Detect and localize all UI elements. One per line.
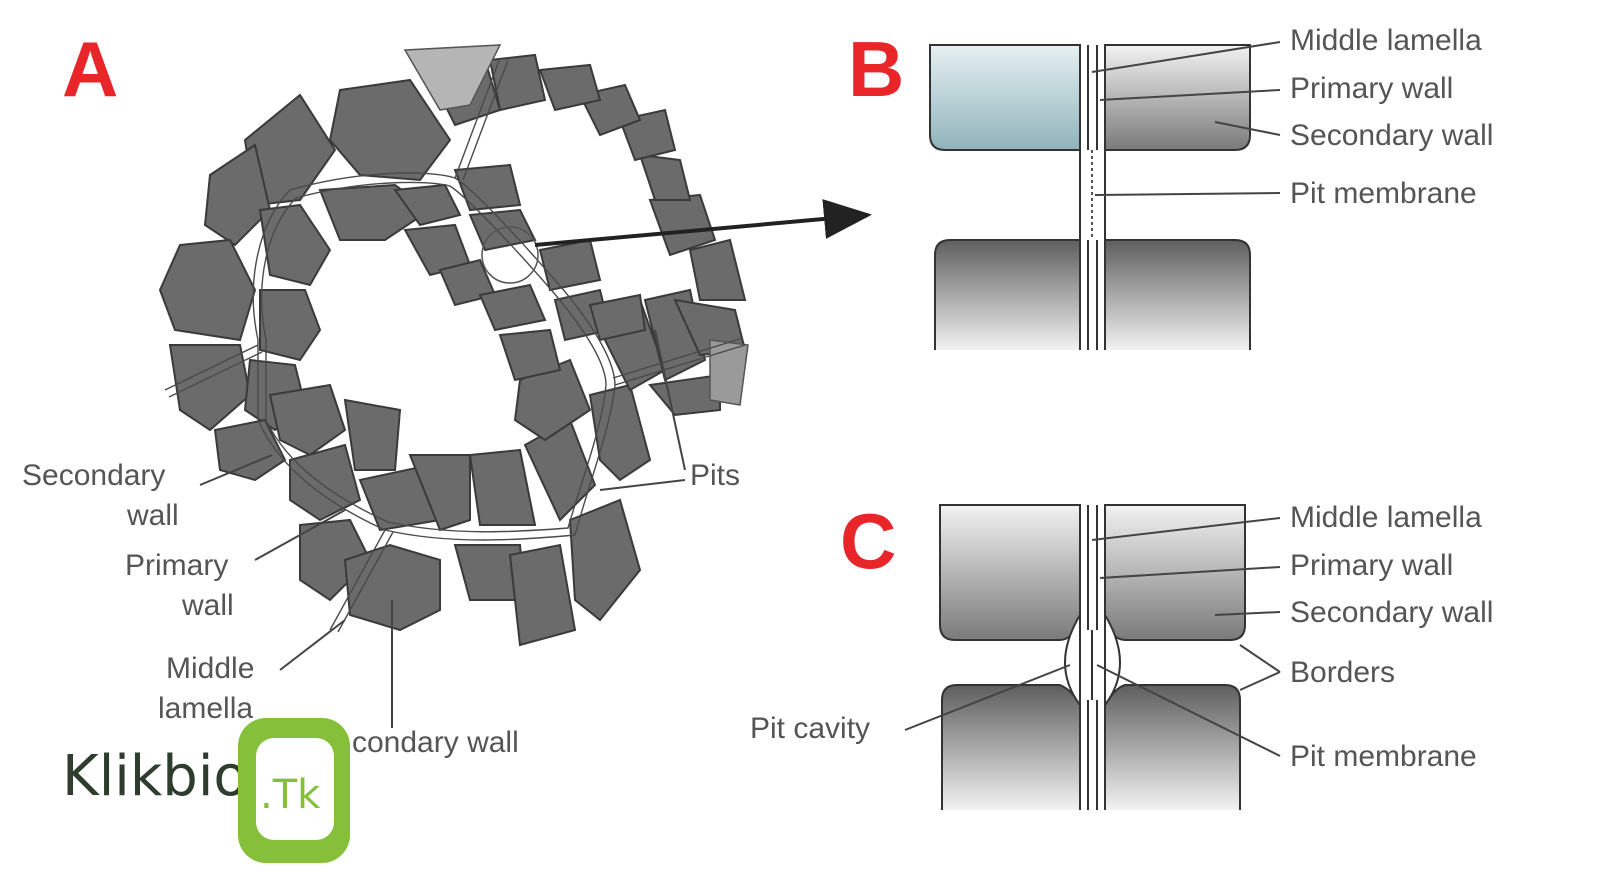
panel-b-simple-pit [929, 44, 1251, 350]
panel-c-bordered-pit [939, 504, 1246, 810]
label-a-secondary-wall-2: wall [126, 499, 179, 532]
label-a-middle-lamella-1: Middle [166, 652, 254, 685]
klikbio-watermark: Klikbio .Tk [62, 718, 350, 863]
label-b-pit-membrane: Pit membrane [1290, 177, 1477, 210]
label-b-middle-lamella: Middle lamella [1290, 24, 1482, 57]
panel-a-leaders [199, 329, 686, 728]
panel-label-c: C [840, 497, 896, 585]
panel-a-cross-section [158, 44, 749, 647]
label-a-primary-wall-1: Primary [125, 549, 228, 582]
panel-b-leaders [1091, 41, 1281, 196]
panel-label-b: B [848, 25, 904, 113]
label-c-primary-wall: Primary wall [1290, 549, 1453, 582]
label-c-secondary-wall: Secondary wall [1290, 596, 1493, 629]
watermark-suffix: .Tk [260, 772, 321, 818]
panel-label-a: A [62, 25, 118, 113]
label-c-middle-lamella: Middle lamella [1290, 501, 1482, 534]
panel-c-leaders [904, 517, 1281, 757]
label-a-secondary-wall-bottom: condary wall [352, 726, 519, 759]
label-c-pit-membrane: Pit membrane [1290, 740, 1477, 773]
label-a-primary-wall-2: wall [181, 589, 234, 622]
label-c-borders: Borders [1290, 656, 1395, 689]
label-b-secondary-wall: Secondary wall [1290, 119, 1493, 152]
label-a-pits: Pits [690, 459, 740, 492]
watermark-text: Klikbio [62, 744, 248, 809]
label-b-primary-wall: Primary wall [1290, 72, 1453, 105]
label-a-secondary-wall-1: Secondary [22, 459, 165, 492]
label-a-middle-lamella-2: lamella [158, 692, 253, 725]
label-c-pit-cavity: Pit cavity [750, 712, 870, 745]
zoom-arrow [534, 199, 872, 247]
